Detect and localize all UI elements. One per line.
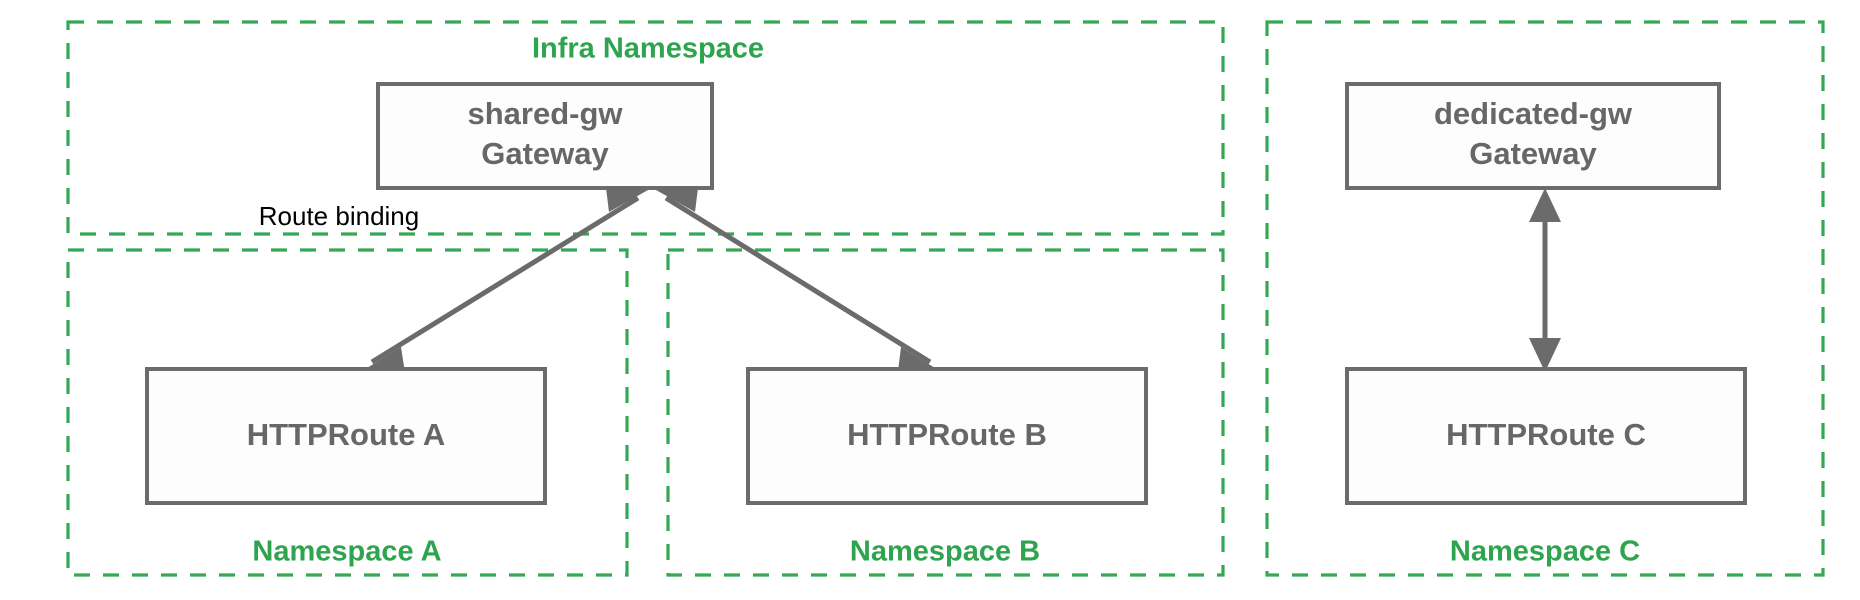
namespace-infra-label: Infra Namespace [532, 33, 764, 65]
node-shared-gw-box[interactable] [376, 82, 714, 190]
edge-c-arrowhead-route [1529, 338, 1561, 372]
edge-shared-gw-to-route-a: Route binding [259, 180, 648, 379]
namespace-a-border [66, 248, 629, 577]
namespace-a: Namespace A [66, 248, 629, 577]
node-httproute-b[interactable]: HTTPRoute B [746, 367, 1148, 505]
edge-shared-gw-to-route-b [656, 180, 940, 379]
namespace-infra-border [66, 20, 1225, 236]
namespace-c: Namespace C [1265, 20, 1825, 577]
edge-b-line [664, 195, 932, 365]
namespace-infra: Infra Namespace [66, 20, 1225, 236]
namespace-b: Namespace B [666, 248, 1225, 577]
node-shared-gw-title: shared-gw [467, 96, 623, 131]
node-httproute-c[interactable]: HTTPRoute C [1345, 367, 1747, 505]
node-dedicated-gw-box[interactable] [1345, 82, 1721, 190]
node-dedicated-gw-kind: Gateway [1469, 136, 1597, 171]
edge-c-arrowhead-gateway [1529, 188, 1561, 222]
node-httproute-b-title: HTTPRoute B [847, 417, 1047, 452]
namespace-a-label: Namespace A [252, 536, 441, 568]
node-dedicated-gw-title: dedicated-gw [1434, 96, 1633, 131]
edge-a-label: Route binding [259, 201, 419, 231]
node-shared-gw[interactable]: shared-gw Gateway [376, 82, 714, 190]
edge-dedicated-gw-to-route-c [1529, 188, 1561, 372]
namespace-b-border [666, 248, 1225, 577]
node-httproute-a-box[interactable] [145, 367, 547, 505]
edge-a-line [370, 195, 640, 365]
node-shared-gw-kind: Gateway [481, 136, 609, 171]
node-httproute-a[interactable]: HTTPRoute A [145, 367, 547, 505]
namespace-c-label: Namespace C [1450, 536, 1640, 568]
namespace-b-label: Namespace B [850, 536, 1040, 568]
node-httproute-b-box[interactable] [746, 367, 1148, 505]
node-httproute-a-title: HTTPRoute A [247, 417, 446, 452]
node-httproute-c-box[interactable] [1345, 367, 1747, 505]
node-dedicated-gw[interactable]: dedicated-gw Gateway [1345, 82, 1721, 190]
node-httproute-c-title: HTTPRoute C [1446, 417, 1646, 452]
